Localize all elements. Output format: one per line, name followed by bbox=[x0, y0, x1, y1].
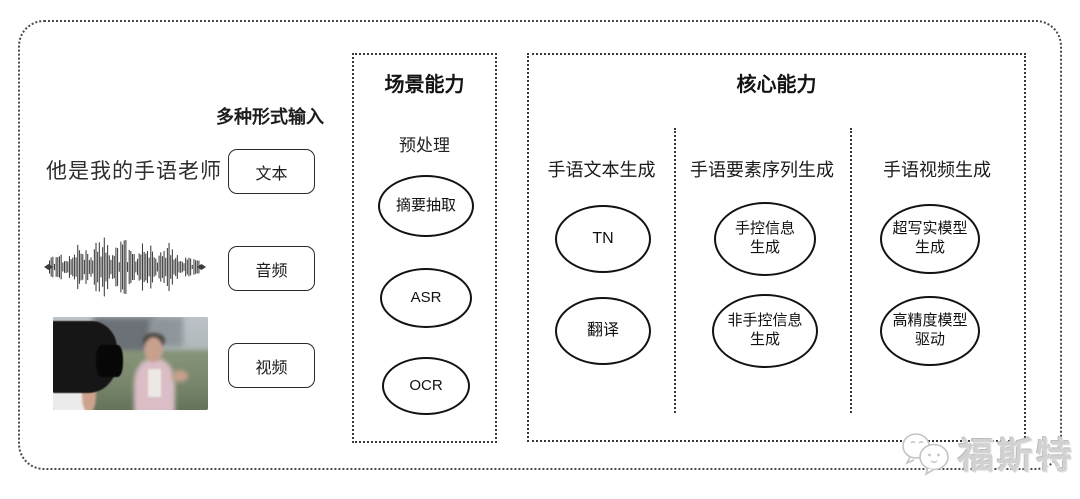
node-tn: TN bbox=[555, 205, 651, 273]
node-hyperreal-model-generation: 超写实模型 生成 bbox=[880, 204, 980, 274]
node-asr: ASR bbox=[380, 268, 472, 328]
watermark: 福斯特 bbox=[898, 427, 1075, 479]
node-high-precision-model-driving: 高精度模型 驱动 bbox=[880, 296, 980, 366]
column-header-sign-text-generation: 手语文本生成 bbox=[547, 160, 656, 180]
node-ocr: OCR bbox=[382, 357, 470, 415]
scene-capability-box: 场景能力 预处理 摘要抽取 ASR OCR bbox=[352, 53, 497, 443]
input-type-box-video: 视频 bbox=[228, 343, 315, 388]
video-thumbnail bbox=[53, 317, 208, 410]
node-non-manual-info-generation: 非手控信息 生成 bbox=[712, 294, 818, 368]
watermark-mascot-icon bbox=[902, 433, 949, 476]
core-capability-box: 核心能力 手语文本生成 手语要素序列生成 手语视频生成 TN 翻译 手控信息 生… bbox=[527, 53, 1026, 442]
input-type-box-text: 文本 bbox=[228, 149, 315, 194]
column-divider-2 bbox=[850, 128, 852, 413]
column-divider-1 bbox=[674, 128, 676, 413]
node-summary-extraction: 摘要抽取 bbox=[378, 175, 474, 237]
column-header-sign-video-generation: 手语视频生成 bbox=[883, 160, 991, 180]
node-manual-info-generation: 手控信息 生成 bbox=[714, 202, 816, 276]
preprocess-label: 预处理 bbox=[399, 136, 450, 155]
audio-waveform-icon bbox=[44, 228, 206, 306]
column-header-sign-element-sequence-generation: 手语要素序列生成 bbox=[690, 160, 834, 180]
input-section-label: 多种形式输入 bbox=[216, 107, 324, 127]
sample-sentence-text: 他是我的手语老师 bbox=[46, 160, 222, 183]
scene-capability-title: 场景能力 bbox=[384, 74, 465, 96]
core-capability-title: 核心能力 bbox=[736, 74, 817, 96]
input-type-box-audio: 音频 bbox=[228, 246, 315, 291]
watermark-text: 福斯特 bbox=[958, 435, 1076, 476]
node-translation: 翻译 bbox=[555, 297, 651, 365]
outer-dotted-frame bbox=[18, 20, 1062, 470]
